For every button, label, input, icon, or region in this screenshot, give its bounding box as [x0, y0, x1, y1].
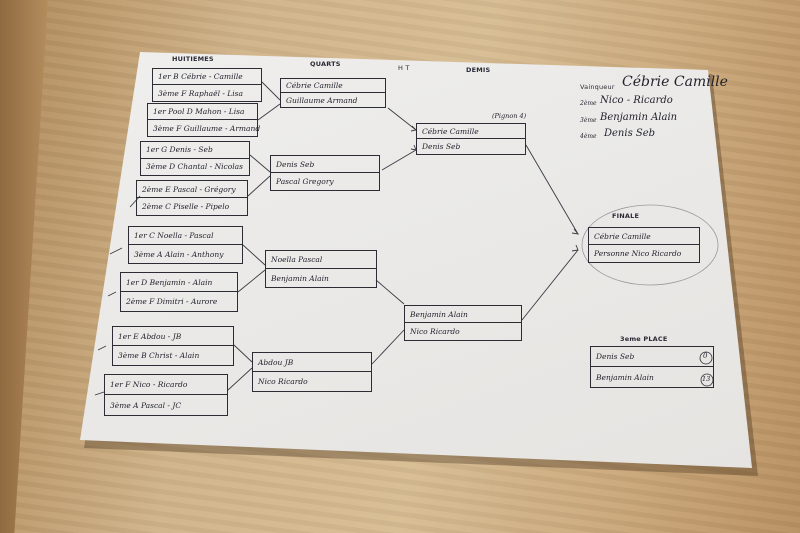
semi-note: (Pignon 4)	[492, 112, 527, 120]
team-entry: Cébrie Camille	[417, 124, 525, 139]
fourth-label: 4ème	[580, 133, 597, 140]
team-entry: Cébrie Camille	[281, 79, 385, 93]
team-entry: 1er F Nico - Ricardo	[105, 375, 227, 395]
team-entry: Denis Seb	[271, 156, 379, 173]
team-entry: Nico Ricardo	[258, 377, 308, 386]
team-entry: 1er B Cébrie - Camille	[153, 69, 261, 85]
team-entry: 1er C Noella - Pascal	[129, 227, 242, 245]
third-score-a: 0	[703, 352, 708, 360]
quarter-match: Denis Seb Pascal Gregory	[270, 155, 380, 191]
team-entry: 3ème F Raphaël - Lisa	[158, 88, 243, 98]
second-label: 2ème	[580, 100, 597, 107]
winner-name: Cébrie Camille	[622, 74, 728, 90]
third-place-header: 3eme PLACE	[620, 335, 668, 343]
quarter-match: Noella Pascal Benjamin Alain	[265, 250, 377, 288]
team-entry: Benjamin Alain	[596, 372, 654, 382]
round16-match: 1er E Abdou - JB 3ème B Christ - Alain	[112, 326, 234, 366]
team-entry: Nico Ricardo	[410, 327, 460, 336]
round16-match: 1er G Denis - Seb 3ème D Chantal - Nicol…	[140, 141, 250, 176]
team-entry: 2ème E Pascal - Grégory	[137, 181, 247, 198]
round16-match: 1er C Noella - Pascal 3ème A Alain - Ant…	[128, 226, 243, 264]
round16-match: 1er Pool D Mahon - Lisa 3ème F Guillaume…	[147, 103, 261, 137]
third-score-b: 13	[702, 375, 711, 383]
team-entry: Guillaume Armand	[286, 95, 358, 105]
team-entry: 1er E Abdou - JB	[113, 327, 233, 346]
third-name: Benjamin Alain	[600, 112, 678, 123]
team-entry: 1er D Benjamin - Alain	[121, 273, 237, 292]
team-entry: Denis Seb	[591, 347, 713, 367]
round16-header: HUITIEMES	[172, 55, 214, 63]
team-entry: 2ème C Piselle - Pipelo	[142, 202, 230, 211]
team-entry: Noella Pascal	[266, 251, 376, 269]
quarter-match: Cébrie Camille Guillaume Armand	[280, 78, 386, 108]
third-label: 3ème	[580, 117, 597, 124]
team-entry: Cébrie Camille	[589, 228, 699, 245]
semis-header: DEMIS	[466, 66, 491, 74]
team-entry: 3ème F Guillaume - Armand	[153, 123, 261, 133]
team-entry: 1er G Denis - Seb	[141, 142, 249, 159]
team-entry: 3ème B Christ - Alain	[118, 351, 200, 360]
winner-header: Vainqueur	[580, 83, 615, 91]
semi-match: Cébrie Camille Denis Seb	[416, 123, 526, 155]
team-entry: Denis Seb	[422, 142, 461, 151]
team-entry: Abdou JB	[253, 353, 371, 372]
round16-match: 1er D Benjamin - Alain 2ème F Dimitri - …	[120, 272, 238, 312]
round16-match: 1er B Cébrie - Camille 3ème F Raphaël - …	[152, 68, 262, 102]
team-entry: Personne Nico Ricardo	[594, 249, 682, 258]
final-header: FINALE	[612, 212, 640, 220]
quarters-header: QUARTS	[310, 60, 341, 68]
team-entry: 3ème A Pascal - JC	[110, 400, 182, 410]
team-entry: Pascal Gregory	[276, 177, 334, 186]
third-place-match: Denis Seb Benjamin Alain	[590, 346, 714, 388]
team-entry: 3ème D Chantal - Nicolas	[146, 162, 243, 172]
semi-match: Benjamin Alain Nico Ricardo	[404, 305, 522, 341]
quarter-match: Abdou JB Nico Ricardo	[252, 352, 372, 392]
ht-header: H T	[398, 64, 410, 72]
second-name: Nico - Ricardo	[600, 95, 673, 106]
team-entry: 3ème A Alain - Anthony	[134, 249, 224, 259]
round16-match: 2ème E Pascal - Grégory 2ème C Piselle -…	[136, 180, 248, 216]
final-match: Cébrie Camille Personne Nico Ricardo	[588, 227, 700, 263]
team-entry: Benjamin Alain	[405, 306, 521, 323]
team-entry: 1er Pool D Mahon - Lisa	[148, 104, 257, 120]
fourth-name: Denis Seb	[604, 128, 656, 139]
team-entry: Benjamin Alain	[271, 273, 329, 283]
team-entry: 2ème F Dimitri - Aurore	[126, 297, 218, 306]
round16-match: 1er F Nico - Ricardo 3ème A Pascal - JC	[104, 374, 228, 416]
